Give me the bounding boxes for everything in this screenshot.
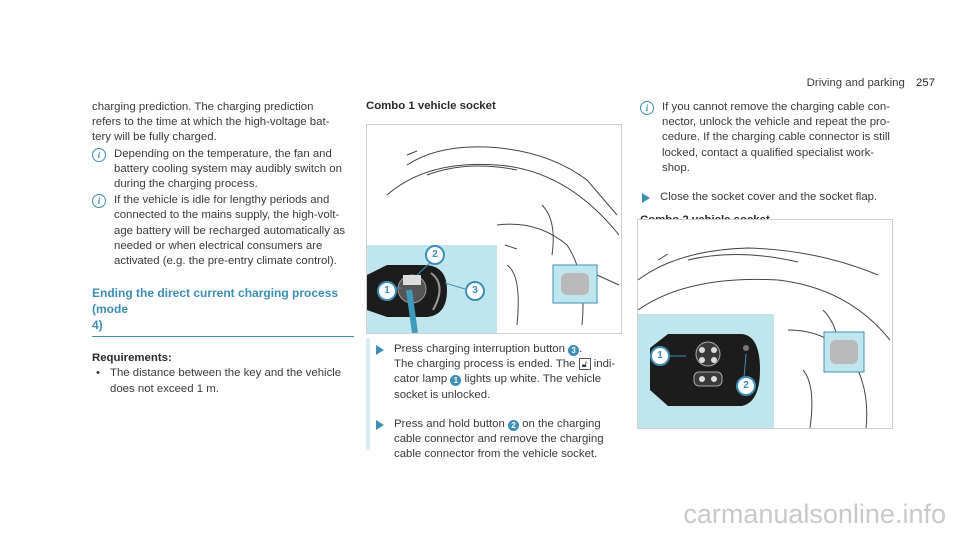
text-line: during the charging process. [114,178,258,191]
step-arrow-icon [376,345,384,355]
callout-3: 3 [465,281,485,301]
text-line: needed or when electrical consumers are [114,239,323,252]
text-line: does not exceed 1 m. [110,382,219,395]
step-arrow-icon [376,419,384,430]
step-text: indi- [593,358,616,371]
callout-2: 2 [736,376,756,396]
text-line: If the vehicle is idle for lengthy perio… [114,194,330,207]
step-1: Press charging interruption button 3. Th… [374,342,624,403]
text-line: Depending on the temperature, the fan an… [114,147,332,160]
text-line: activated (e.g. the pre-entry climate co… [114,255,337,268]
text-line: connected to the mains supply, the high-… [114,209,340,222]
requirements-label: Requirements: [92,352,172,365]
step-text: Press and hold button [394,417,505,430]
step-text: lights up white. The vehicle [464,373,602,386]
section-title: Ending the direct current charging proce… [92,285,354,338]
callout-badge: 3 [568,345,580,356]
section-name: Driving and parking [806,77,905,89]
callout-badge: 2 [508,419,519,431]
step-text: The charging process is ended. The [394,358,576,371]
text-line: The distance between the key and the veh… [110,367,342,380]
text-line: shop. [662,161,690,174]
figure-combo2: 1 2 [637,219,893,429]
page-number: 257 [915,77,935,89]
step-2: Press and hold button 2 on the charging … [374,417,624,463]
step-text: cable connector from the vehicle socket. [394,448,598,461]
socket-flap [830,340,858,364]
socket-housing [650,334,760,406]
watermark: carmanualsonline.info [683,499,946,529]
column-1: charging prediction. The charging predic… [92,100,354,397]
info-icon: i [92,194,106,209]
callout-1: 1 [377,281,397,301]
callout-1: 1 [650,346,670,366]
callout-2: 2 [425,245,445,265]
info-note: i If you cannot remove the charging cabl… [640,100,902,176]
step-arrow-icon [642,193,650,204]
intro-paragraph: charging prediction. The charging predic… [92,100,354,146]
text-line: cedure. If the charging cable connector … [662,131,890,144]
socket-flap [561,273,589,295]
text-line: locked, contact a qualified specialist w… [662,146,875,159]
bullet-icon: • [96,367,100,380]
text-line: refers to the time at which the high-vol… [92,116,330,129]
info-icon: i [640,101,654,115]
title-line: 4) [92,318,103,333]
requirement-item: • The distance between the key and the v… [92,366,354,396]
running-header: Driving and parking 257 [790,76,935,91]
figure-title-combo1: Combo 1 vehicle socket [366,100,496,112]
unlock-icon: 🔓︎ [578,358,591,371]
callout-badge: 1 [450,375,462,387]
info-note: i If the vehicle is idle for lengthy per… [92,193,354,269]
step-text: socket is unlocked. [394,388,491,401]
figure-combo1: 1 2 3 [366,124,622,334]
step-text: on the charging [522,417,601,430]
text-line: tery will be fully charged. [92,131,217,144]
combo1-illustration [367,146,620,334]
info-icon: i [92,147,106,162]
step-text: cable connector and remove the charging [394,433,604,446]
title-line: Ending the direct current charging proce… [92,286,339,317]
step-text: Close the socket cover and the socket fl… [660,191,878,204]
info-note: i Depending on the temperature, the fan … [92,147,354,193]
column-3: i If you cannot remove the charging cabl… [640,100,902,228]
text-line: If you cannot remove the charging cable … [662,101,890,113]
steps-combo1: Press charging interruption button 3. Th… [366,338,624,460]
step-close-cover: Close the socket cover and the socket fl… [640,190,902,205]
text-line: charging prediction. The charging predic… [92,101,314,113]
text-line: nector, unlock the vehicle and repeat th… [662,116,890,129]
text-line: battery cooling system may audibly switc… [114,162,342,175]
step-text: Press charging interruption button [394,343,565,355]
step-text: cator lamp [394,373,448,386]
text-line: age battery will be recharged automatica… [114,224,346,237]
combo2-illustration [637,247,891,429]
